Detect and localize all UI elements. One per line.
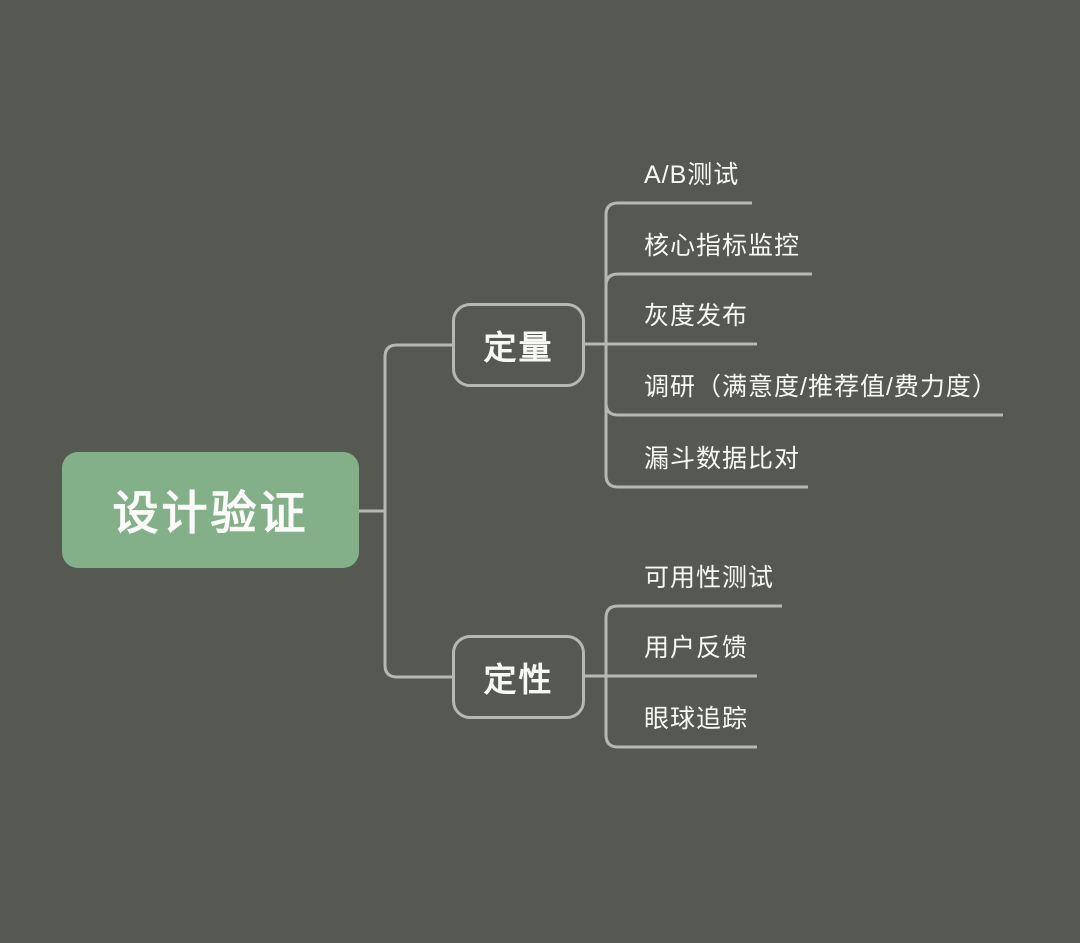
- branch-topic-qualitative[interactable]: 定性: [452, 635, 585, 719]
- branch-topic-quantitative[interactable]: 定量: [452, 303, 585, 387]
- leaf-topic-gray-release[interactable]: 灰度发布: [644, 302, 749, 330]
- edge-main-trunk: [383, 343, 452, 679]
- leaf-topic-survey[interactable]: 调研（满意度/推荐值/费力度）: [644, 373, 998, 401]
- edge-quant-child4: [604, 402, 1003, 417]
- leaf-topic-user-feedback[interactable]: 用户反馈: [644, 634, 749, 662]
- leaf-topic-ab-test[interactable]: A/B测试: [644, 161, 740, 189]
- edge-quant-child2: [604, 272, 812, 287]
- leaf-topic-eye-tracking[interactable]: 眼球追踪: [644, 705, 749, 733]
- root-topic[interactable]: 设计验证: [62, 452, 359, 568]
- leaf-topic-funnel-data-comparison[interactable]: 漏斗数据比对: [644, 445, 801, 473]
- leaf-topic-usability-testing[interactable]: 可用性测试: [644, 564, 775, 592]
- leaf-topic-core-metric-monitoring[interactable]: 核心指标监控: [644, 232, 801, 260]
